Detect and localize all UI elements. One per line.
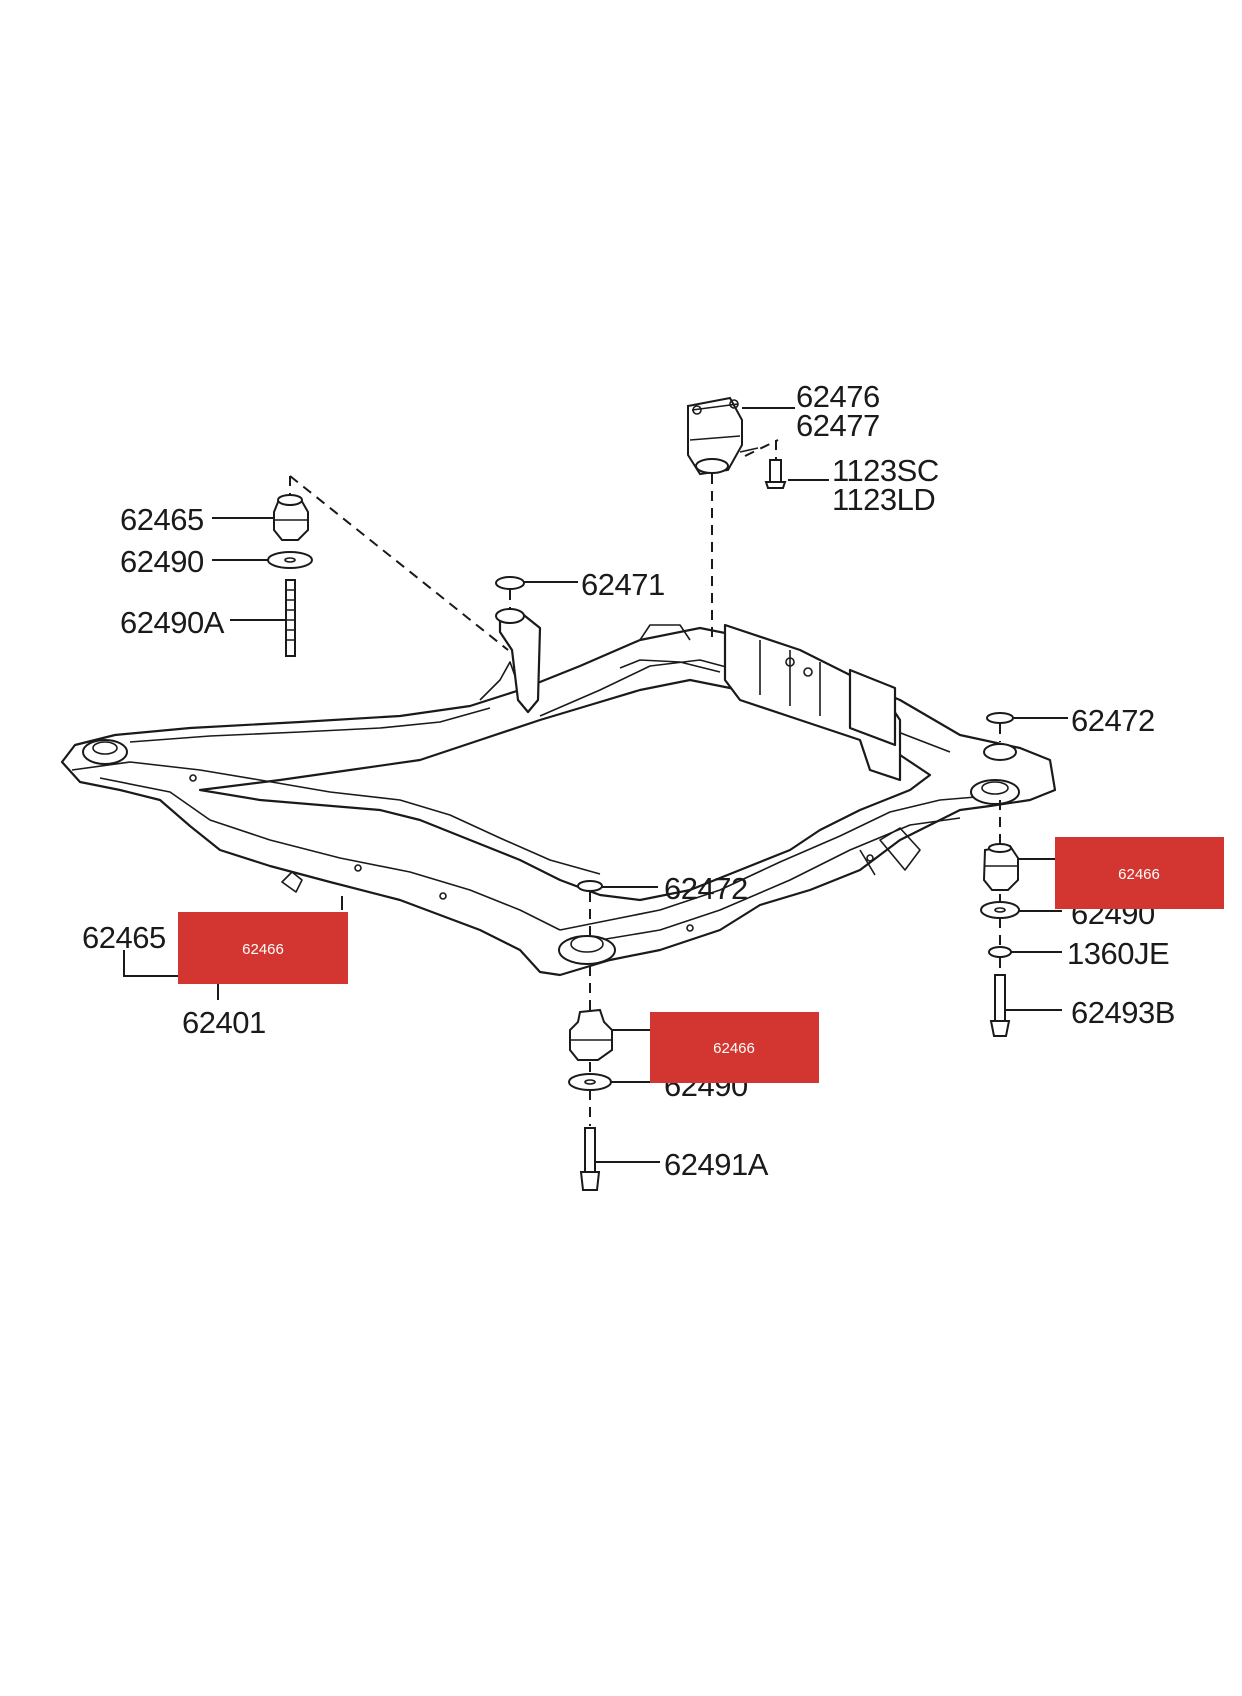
redaction-label-right: 62466	[1118, 866, 1160, 883]
assembly-lines	[289, 474, 1001, 1126]
label-62491a: 62491A	[664, 1147, 769, 1182]
bolt-62493b	[989, 974, 1011, 1037]
bolt-62491a	[579, 1127, 601, 1191]
stud-62490a	[285, 579, 296, 657]
nut-1360je	[988, 946, 1012, 958]
label-1123sc: 1123SC	[832, 453, 939, 488]
washer-62471	[495, 576, 525, 590]
washer-62490-top	[267, 551, 313, 569]
label-62477: 62477	[796, 408, 880, 443]
redaction-box-left: 62466	[178, 912, 348, 984]
label-1360je: 1360JE	[1067, 936, 1169, 971]
subframe-crossmember	[60, 608, 1057, 977]
redaction-label-left: 62466	[242, 941, 284, 958]
washer-62490-center	[568, 1073, 612, 1091]
label-62471: 62471	[581, 567, 665, 602]
label-62490a: 62490A	[120, 605, 225, 640]
label-62465-left: 62465	[82, 920, 166, 955]
bushing-62466-center	[569, 1008, 613, 1061]
redaction-box-center: 62466	[650, 1012, 819, 1083]
label-62465-top: 62465	[120, 502, 204, 537]
label-62493b: 62493B	[1071, 995, 1175, 1030]
label-62490-top: 62490	[120, 544, 204, 579]
label-1123ld: 1123LD	[832, 482, 935, 517]
label-62401: 62401	[182, 1005, 266, 1040]
redaction-box-right: 62466	[1055, 837, 1224, 909]
leader-lines	[123, 407, 1068, 1163]
washer-62472-right	[986, 712, 1014, 724]
bushing-62465-top	[273, 494, 309, 541]
bolt-1123sc	[764, 440, 787, 489]
label-62472-center: 62472	[664, 871, 748, 906]
redaction-label-center: 62466	[713, 1040, 755, 1057]
label-62476: 62476	[796, 379, 880, 414]
mount-bracket-62476	[687, 396, 779, 476]
label-62472-right: 62472	[1071, 703, 1155, 738]
washer-62490-right	[980, 901, 1020, 919]
washer-62472-center	[577, 880, 603, 892]
bushing-62466-right	[982, 843, 1019, 891]
